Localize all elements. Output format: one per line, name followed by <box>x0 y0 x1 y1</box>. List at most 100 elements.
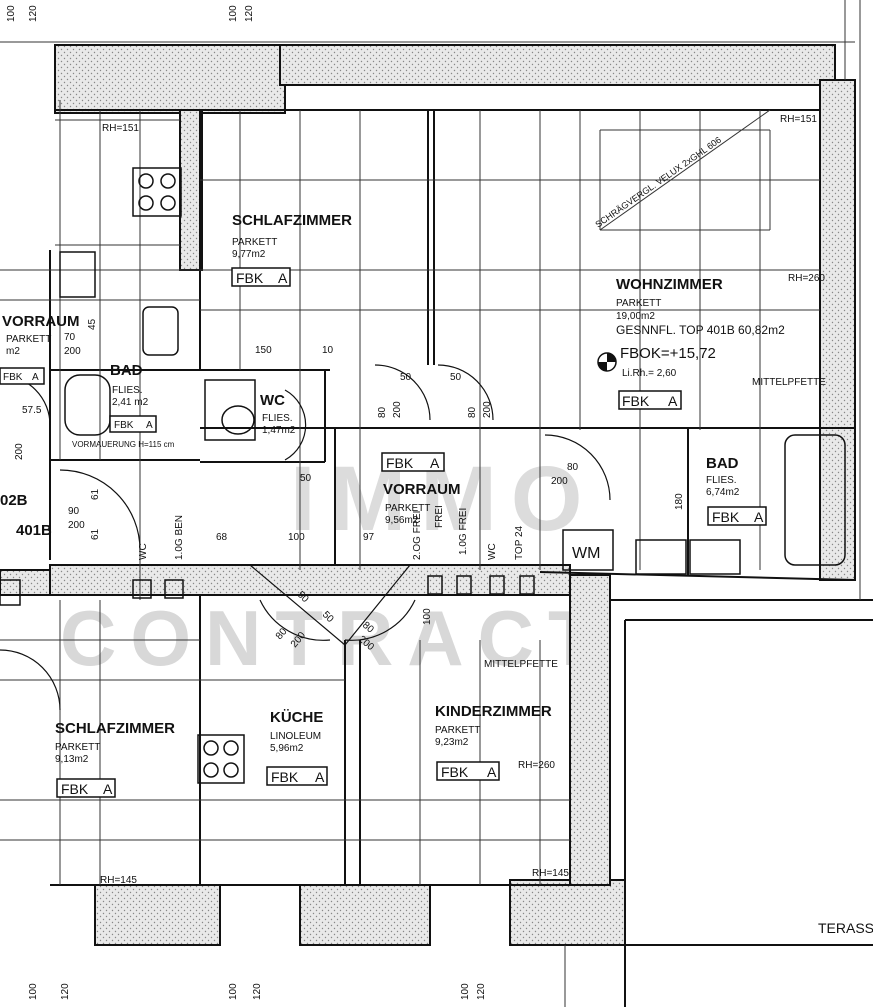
plan-label: RH=260 <box>518 760 555 771</box>
room-vorraum: FBK A VORRAUM PARKETT 9,56m2 <box>383 455 461 526</box>
plan-label: FBK <box>622 393 650 409</box>
plan-label: 61 <box>90 488 101 500</box>
plan-label: RH=151 <box>102 123 139 134</box>
plan-label: RH=145 <box>532 868 569 879</box>
plan-label: TOP 24 <box>514 525 525 560</box>
plan-label: 10 <box>322 345 334 356</box>
plan-label: A <box>754 509 764 525</box>
plan-label: WC <box>138 543 149 560</box>
plan-label: 50 <box>300 473 312 484</box>
room-terasse: TERASS <box>818 920 873 936</box>
plan-label: SCHRÄGVERGL. VELUX 2xGHL 606 <box>593 135 723 230</box>
plan-label: 100 <box>422 608 433 625</box>
level-marker <box>597 352 617 372</box>
plan-label: BAD <box>706 455 739 472</box>
plan-label: FREI <box>434 505 445 528</box>
plan-label: 57.5 <box>22 405 42 416</box>
room-lines <box>49 109 873 1007</box>
plan-label: 2,41 m2 <box>112 397 149 408</box>
plan-label: GESNNFL. TOP 401B 60,82m2 <box>616 323 785 337</box>
plan-label: 100 <box>6 5 17 22</box>
plan-label: 80 <box>567 462 579 473</box>
plan-label: RH=145 <box>100 875 137 886</box>
plan-label: 61 <box>90 528 101 540</box>
plan-label: VORRAUM <box>383 481 461 498</box>
plan-label: 19,00m2 <box>616 311 655 322</box>
plan-label: 9,56m2 <box>385 515 419 526</box>
plan-label: FLIES. <box>706 475 737 486</box>
plan-label: 9,23m2 <box>435 737 469 748</box>
plan-label: RH=260 <box>788 273 825 284</box>
plan-label: 200 <box>551 476 568 487</box>
plan-label: 68 <box>216 532 228 543</box>
plan-label: BAD <box>110 362 143 379</box>
plan-label: FBOK=+15,72 <box>620 345 716 362</box>
plan-label: FLIES. <box>262 413 293 424</box>
plan-label: FBK <box>712 509 740 525</box>
plan-label: FBK <box>3 372 23 383</box>
plan-label: A <box>430 455 440 471</box>
plan-label: 200 <box>68 520 85 531</box>
plan-label: Li.Rh.= 2,60 <box>622 368 677 379</box>
plan-label: 401B <box>16 522 52 539</box>
plan-label: VORMAUERUNG H=115 cm <box>72 440 175 449</box>
plan-label: 200 <box>392 401 403 418</box>
plan-label: A <box>146 420 153 431</box>
room-schlafzimmer-1: SCHLAFZIMMER PARKETT 9,77m2 FBK A <box>232 212 352 286</box>
plan-label: 100 <box>460 983 471 1000</box>
plan-label: 80 <box>467 406 478 418</box>
plan-label: RH=151 <box>780 114 817 125</box>
plan-label: 50 <box>450 372 462 383</box>
plan-label: LINOLEUM <box>270 731 321 742</box>
plan-label: 120 <box>28 5 39 22</box>
plan-label: 5,96m2 <box>270 743 304 754</box>
plan-label: 02B <box>0 492 28 509</box>
plan-label: 120 <box>476 983 487 1000</box>
plan-label: 120 <box>252 983 263 1000</box>
plan-label: WOHNZIMMER <box>616 276 723 293</box>
plan-label: 1.0G FREI <box>458 508 469 555</box>
room-vorraum-left: VORRAUM PARKETT m2 FBK A <box>2 313 80 383</box>
plan-label: SCHLAFZIMMER <box>55 720 175 737</box>
plan-label: A <box>315 769 325 785</box>
plan-label: FLIES. <box>112 385 143 396</box>
plan-label: 50 <box>400 372 412 383</box>
plan-label: KINDERZIMMER <box>435 703 552 720</box>
plan-label: FBK <box>271 769 299 785</box>
plan-label: A <box>278 270 288 286</box>
plan-label: FBK <box>114 420 134 431</box>
plan-label: VORRAUM <box>2 313 80 330</box>
plan-label: PARKETT <box>232 237 277 248</box>
plan-label: 100 <box>288 532 305 543</box>
plan-label: MITTELPFETTE <box>484 659 558 670</box>
plan-label: KÜCHE <box>270 709 323 726</box>
plan-label: WC <box>260 392 285 409</box>
plan-label: FBK <box>61 781 89 797</box>
plan-label: WM <box>572 545 600 562</box>
plan-label: PARKETT <box>385 503 430 514</box>
plan-label: WC <box>487 543 498 560</box>
plan-label: PARKETT <box>6 334 51 345</box>
dimensions: 150 10 50 50 80 200 80 200 80 200 50 68 … <box>14 318 685 653</box>
room-bad-2: BAD FLIES. 6,74m2 FBK A <box>706 455 764 525</box>
plan-label: A <box>32 372 39 383</box>
room-bad-1: BAD FLIES. 2,41 m2 FBK A <box>110 362 153 431</box>
plan-label: A <box>103 781 113 797</box>
plan-label: 200 <box>14 443 25 460</box>
plan-label: 80 <box>377 406 388 418</box>
plan-label: 150 <box>255 345 272 356</box>
room-wohnzimmer: WOHNZIMMER PARKETT 19,00m2 GESNNFL. TOP … <box>616 276 785 409</box>
room-kueche: KÜCHE LINOLEUM 5,96m2 FBK A <box>270 709 325 785</box>
plan-label: A <box>487 764 497 780</box>
plan-label: FBK <box>386 455 414 471</box>
room-schlafzimmer-2: SCHLAFZIMMER PARKETT 9,13m2 FBK A <box>55 720 175 797</box>
plan-label: A <box>668 393 678 409</box>
plan-label: m2 <box>6 346 20 357</box>
edge-dimensions: 100 120 100 120 100 120 100 120 100 120 <box>6 5 487 1000</box>
plan-label: 70 <box>64 332 76 343</box>
plan-label: 120 <box>60 983 71 1000</box>
plan-label: 1,47m2 <box>262 425 296 436</box>
plan-label: FBK <box>441 764 469 780</box>
plan-label: 200 <box>482 401 493 418</box>
